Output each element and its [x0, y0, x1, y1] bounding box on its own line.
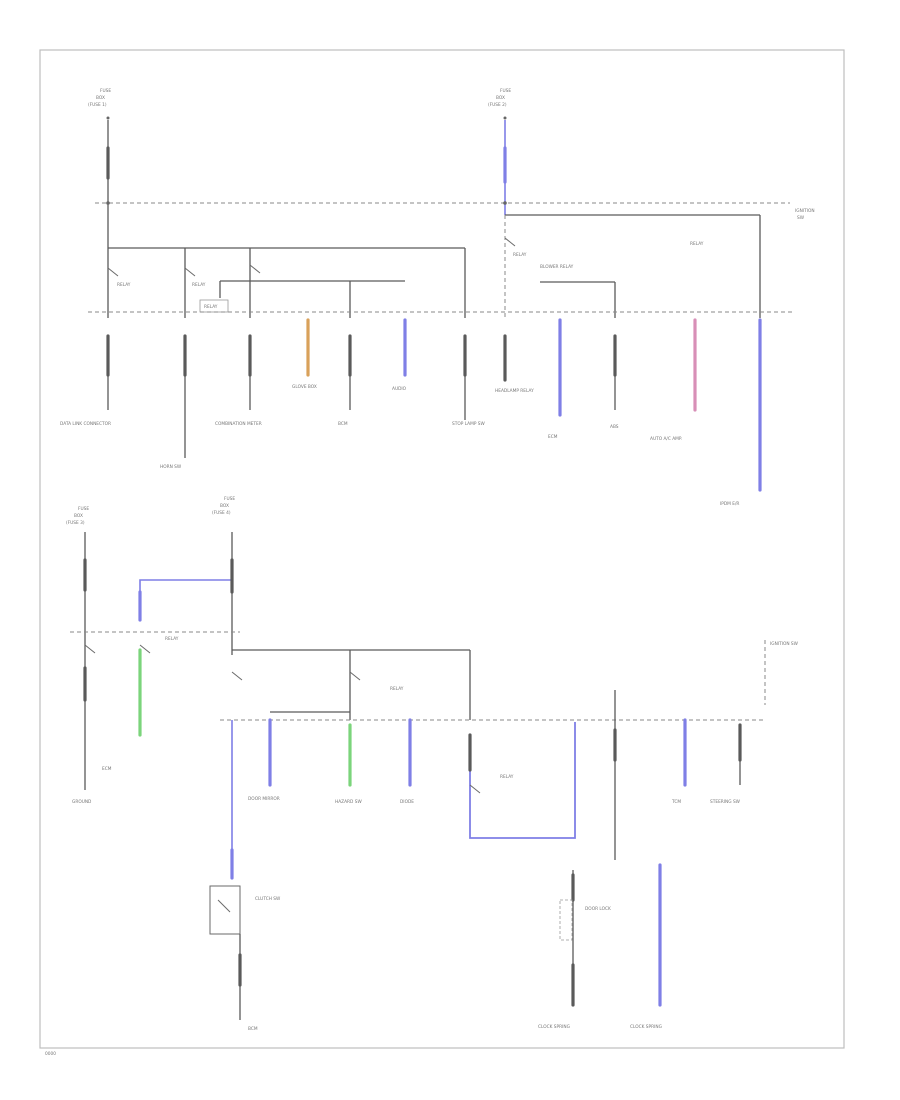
ignition-label: IGNITION [795, 208, 815, 214]
diagram-frame [39, 49, 845, 1049]
component-label: AUTO A/C AMP. [650, 436, 682, 442]
diode-box [559, 899, 573, 941]
wire-blue [139, 579, 232, 620]
component-label: HAZARD SW [335, 799, 362, 805]
relay-contact [469, 784, 481, 794]
relay-contact [84, 644, 96, 654]
relay-contact [231, 671, 243, 681]
fuse-label: BOX [96, 95, 105, 101]
fuse-label: (FUSE 1) [88, 102, 107, 108]
blower-relay-label: BLOWER RELAY [540, 264, 574, 270]
page-number: 0000 [45, 1051, 56, 1057]
component-label: IPDM E/R [720, 501, 739, 507]
connector-dot [106, 116, 110, 120]
relay-label: RELAY [192, 282, 206, 288]
fuse-label: FUSE [100, 88, 111, 94]
relay-contact [184, 267, 196, 277]
relay-contact [139, 644, 151, 654]
connector-dot [503, 116, 507, 120]
component-label: DOOR LOCK [585, 906, 611, 912]
clutch-switch-box [209, 885, 241, 935]
component-label: GROUND [72, 799, 92, 805]
fuse-label: FUSE [500, 88, 511, 94]
component-label: ECM [102, 766, 112, 772]
component-label: CLOCK SPRING [630, 1024, 662, 1030]
relay-label: RELAY [390, 686, 404, 692]
junction-dot [503, 201, 507, 205]
component-label: AUDIO [392, 386, 407, 392]
component-label: CLUTCH SW [255, 896, 281, 902]
fuse-label: (FUSE 4) [212, 510, 231, 516]
relay-contact [504, 237, 516, 247]
relay-label: RELAY [690, 241, 704, 247]
component-label: BCM [248, 1026, 258, 1032]
relay-label: RELAY [500, 774, 514, 780]
component-label: DATA LINK CONNECTOR [60, 421, 111, 427]
fuse-label: FUSE [78, 506, 89, 512]
component-label: STOP LAMP SW [452, 421, 486, 427]
relay-label: RELAY [165, 636, 179, 642]
component-label: HEADLAMP RELAY [495, 388, 534, 394]
fuse-label: BOX [220, 503, 229, 509]
relay-label: RELAY [204, 304, 218, 310]
component-label: BCM [338, 421, 348, 427]
ignition-label: SW [797, 215, 805, 221]
fuse-label: (FUSE 2) [488, 102, 507, 108]
component-label: GLOVE BOX [292, 384, 317, 390]
relay-label: RELAY [117, 282, 131, 288]
component-label: TCM [671, 799, 681, 805]
component-label: ABS [610, 424, 619, 430]
component-label: DOOR MIRROR [248, 796, 280, 802]
component-label: STEERING SW [710, 799, 741, 805]
fuse-label: BOX [496, 95, 505, 101]
relay-contact [107, 267, 119, 277]
relay-contact [349, 671, 361, 681]
relay-contact [249, 264, 261, 274]
ignition-label: IGNITION SW [770, 641, 799, 647]
component-label: CLOCK SPRING [538, 1024, 570, 1030]
relay-label: RELAY [513, 252, 527, 258]
wire-loop-blue [469, 722, 576, 839]
component-label: HORN SW [160, 464, 182, 470]
fuse-label: (FUSE 3) [66, 520, 85, 526]
switch-contact [217, 899, 231, 913]
component-label: DIODE [400, 799, 414, 805]
component-label: COMBINATION METER [215, 421, 262, 427]
fuse-label: BOX [74, 513, 83, 519]
fuse-label: FUSE [224, 496, 235, 502]
component-label: ECM [548, 434, 558, 440]
junction-dot [106, 201, 110, 205]
